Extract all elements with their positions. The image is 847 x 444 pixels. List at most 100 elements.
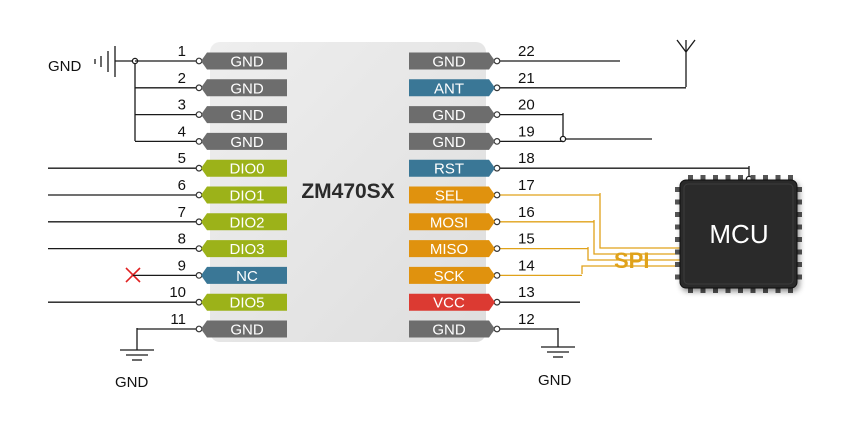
mcu-pin [796, 199, 802, 205]
mcu-pin [796, 274, 802, 280]
right-pin-number: 22 [518, 43, 535, 60]
antenna-symbol [676, 39, 696, 87]
mcu-pin [738, 287, 743, 293]
mcu-pin [775, 175, 781, 181]
left-pin-tag [201, 52, 287, 70]
right-pin-dot [493, 164, 501, 172]
mcu-pin [750, 287, 756, 293]
spi-bus-label: SPI [614, 248, 649, 273]
mcu-pin [763, 287, 768, 293]
left-pin-label: DIO0 [229, 161, 264, 178]
left-pin-tag [201, 213, 287, 231]
mcu-pin [700, 287, 706, 293]
left-pin-label: GND [230, 107, 264, 124]
left-pin-label: DIO1 [229, 188, 264, 205]
left-pin-number: 11 [170, 311, 186, 328]
gnd-label-bottom-left: GND [115, 374, 149, 391]
left-pin-dot [195, 272, 203, 279]
mcu-pin [738, 175, 743, 181]
ground-bus-left [94, 46, 139, 141]
left-pin-tag [201, 106, 287, 124]
right-pin-label: MOSI [430, 214, 468, 231]
left-pin-label: GND [230, 322, 264, 339]
right-pin-number: 16 [518, 204, 535, 221]
pins-group: GND1GND2GND3GND4DIO05DIO16DIO27DIO38NC9D… [48, 43, 749, 339]
right-pin-dot [493, 325, 501, 333]
right-pin-number: 14 [518, 257, 535, 274]
mcu-pin [713, 287, 718, 293]
ground-symbol-bottom-right [541, 328, 575, 358]
mcu-pin [725, 175, 731, 181]
left-pin-tag [201, 132, 287, 150]
right-pin-dot [493, 137, 501, 145]
left-pin-dot [195, 218, 203, 226]
right-pin-tag [409, 213, 495, 231]
left-pin-dot [195, 325, 203, 333]
left-pin-tag [201, 293, 287, 311]
left-pin-label: GND [230, 134, 264, 151]
right-pin-label: RST [434, 161, 464, 178]
mcu-pin [675, 224, 681, 230]
right-pin-tag [409, 159, 495, 177]
right-pin-number: 13 [518, 284, 535, 301]
mcu-pin [788, 175, 793, 181]
right-pin-label: VCC [433, 295, 465, 312]
mcu-pin [675, 199, 681, 205]
right-pin-dot [493, 84, 501, 92]
right-pin-label: GND [432, 107, 466, 124]
left-pin-tag [201, 186, 287, 204]
right-pin-number: 19 [518, 123, 535, 140]
right-pin-dot [493, 191, 501, 199]
right-pin-dot [493, 218, 501, 226]
left-pin-tag [201, 159, 287, 177]
right-pin-dot [493, 298, 501, 306]
left-pin-dot [195, 111, 203, 118]
mcu-pin [796, 212, 802, 217]
right-pin-label: GND [432, 322, 466, 339]
left-pin-dot [195, 137, 203, 145]
right-pin-label: ANT [434, 80, 464, 97]
gnd-label-top-left: GND [48, 58, 82, 75]
right-pin-tag [409, 52, 495, 70]
module-name: ZM470SX [301, 180, 394, 203]
ground-symbol-bottom-left [120, 328, 154, 361]
left-pin-number: 9 [178, 257, 186, 274]
left-pin-tag [201, 79, 287, 97]
mcu-pin [750, 175, 756, 181]
right-pin-number: 20 [518, 97, 535, 114]
left-pin-tag [201, 266, 287, 284]
right-pin-number: 17 [518, 177, 535, 194]
mcu-pin [763, 175, 768, 181]
left-pin-number: 5 [178, 150, 186, 167]
left-pin-number: 1 [178, 43, 186, 60]
mcu-label: MCU [709, 219, 768, 249]
left-pin-number: 7 [178, 204, 186, 221]
right-pin-tag [409, 240, 495, 258]
mcu-pin [675, 274, 681, 280]
left-pin-dot [195, 84, 203, 92]
right-pin-label: SEL [435, 188, 463, 205]
right-pin-label: GND [432, 54, 466, 71]
mcu-pin [775, 287, 781, 293]
mcu-chip: MCU [675, 175, 802, 293]
right-pin-number: 21 [518, 70, 535, 87]
right-pin-dot [493, 111, 501, 118]
mcu-pin [796, 224, 802, 230]
left-pin-number: 6 [178, 177, 186, 194]
left-pin-label: DIO5 [229, 295, 264, 312]
mcu-pin [725, 287, 731, 293]
left-pin-dot [195, 57, 203, 65]
right-pin-tag [409, 79, 495, 97]
mcu-pins [675, 175, 802, 293]
right-pin-number: 12 [518, 311, 535, 328]
left-pin-label: DIO3 [229, 241, 264, 258]
right-pin-dot [493, 245, 501, 253]
left-pin-dot [195, 245, 203, 253]
mcu-pin [675, 237, 681, 242]
ground-junction-right [559, 113, 652, 143]
left-pin-number: 10 [169, 284, 186, 301]
left-pin-tag [201, 320, 287, 338]
left-pin-label: NC [236, 268, 258, 285]
mcu-pin [675, 212, 681, 217]
